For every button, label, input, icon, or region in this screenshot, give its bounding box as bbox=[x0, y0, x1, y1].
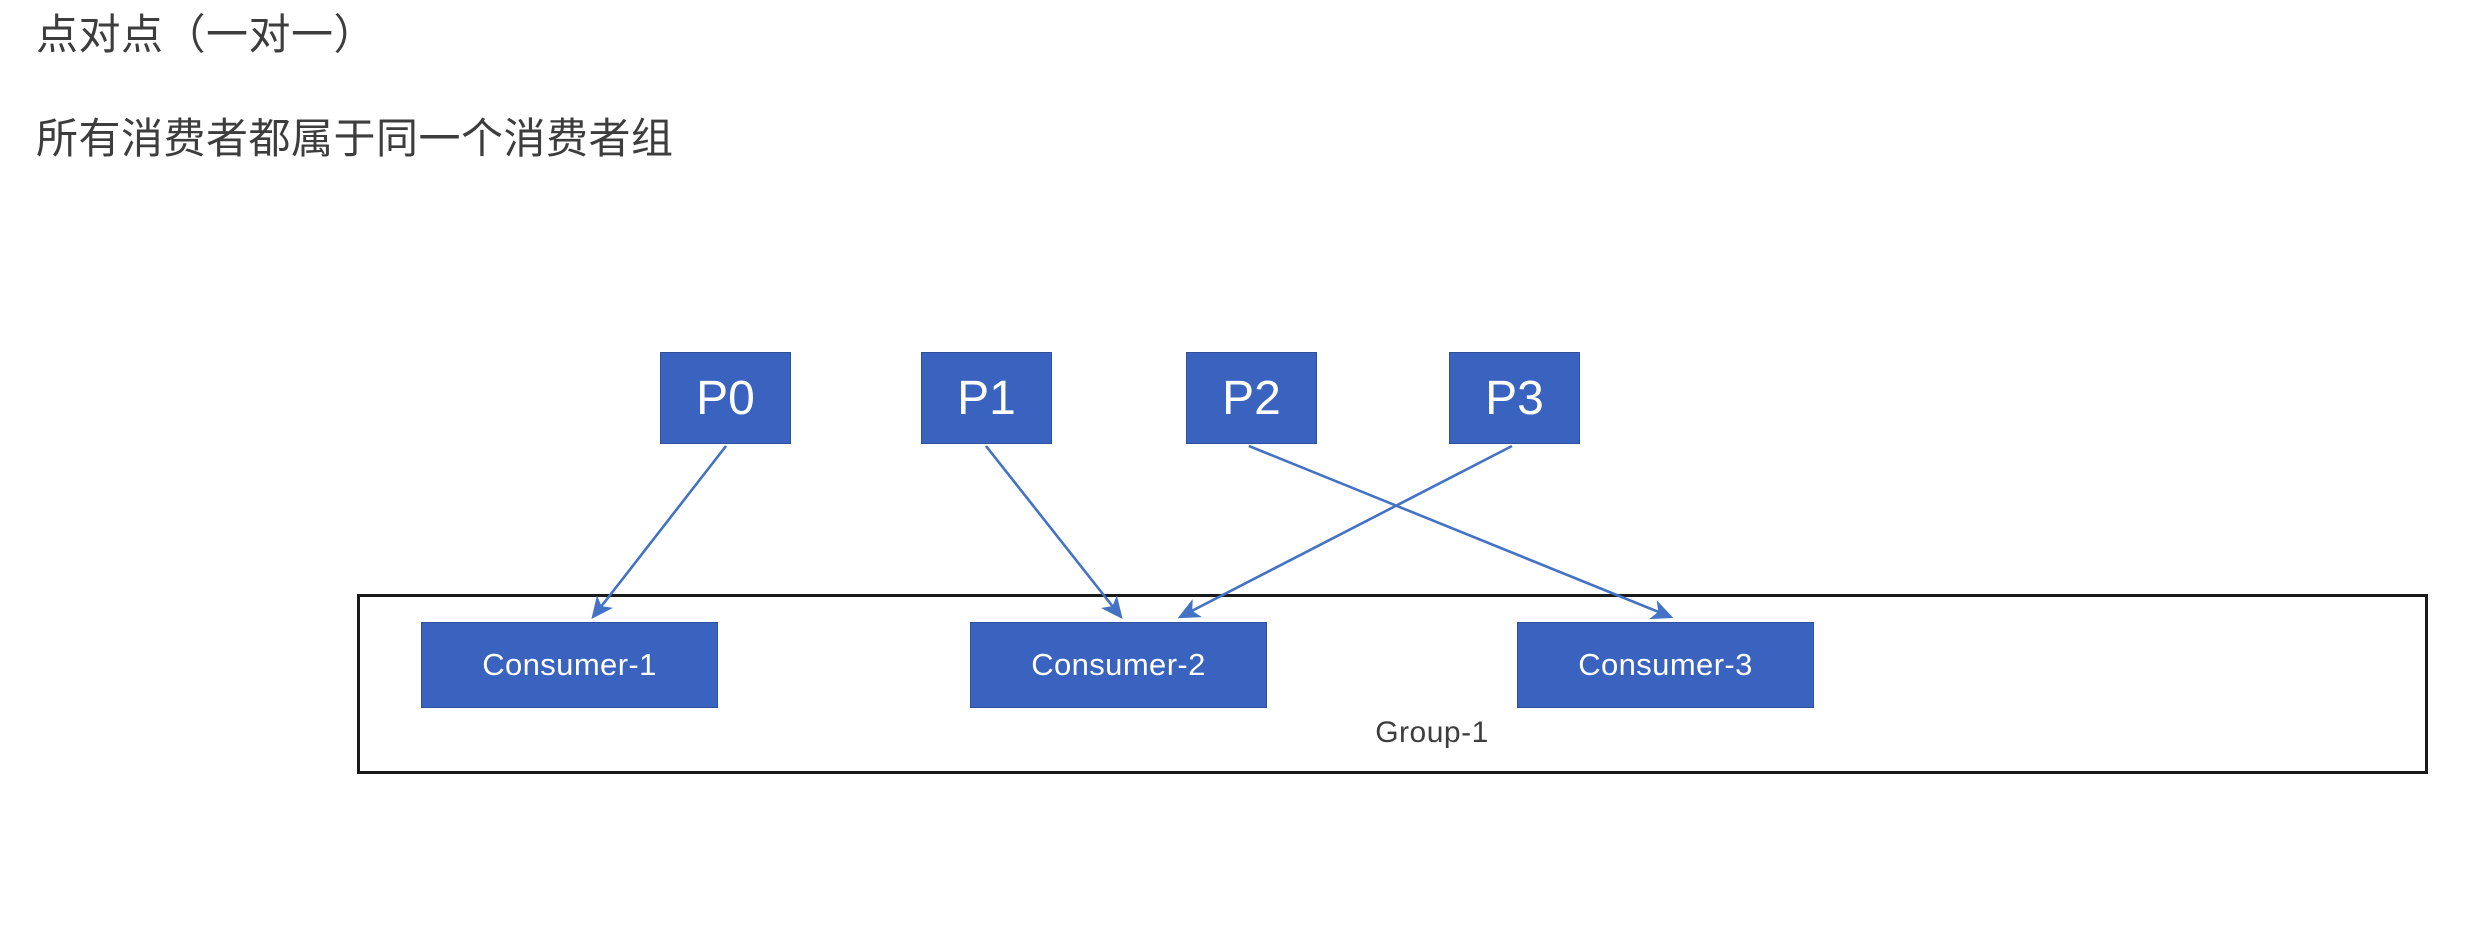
page-subtitle: 所有消费者都属于同一个消费者组 bbox=[36, 115, 674, 162]
consumer-label: Consumer-3 bbox=[1578, 647, 1753, 682]
page-title: 点对点（一对一） bbox=[36, 11, 377, 58]
consumer-group-label: Group-1 bbox=[1375, 716, 1489, 749]
connector-p1-consumer2 bbox=[984, 445, 1123, 620]
heading-block: 点对点（一对一） 所有消费者都属于同一个消费者组 bbox=[36, 0, 1636, 160]
consumer-label: Consumer-1 bbox=[482, 647, 657, 682]
partition-label: P1 bbox=[957, 371, 1016, 425]
partition-node-p3[interactable]: P3 bbox=[1449, 352, 1580, 444]
partition-label: P3 bbox=[1485, 371, 1544, 425]
consumer-node-3[interactable]: Consumer-3 bbox=[1517, 622, 1814, 708]
partition-label: P2 bbox=[1222, 371, 1281, 425]
partition-node-p1[interactable]: P1 bbox=[921, 352, 1052, 444]
connector-p0-consumer1 bbox=[591, 445, 728, 620]
consumer-node-1[interactable]: Consumer-1 bbox=[421, 622, 718, 708]
consumer-node-2[interactable]: Consumer-2 bbox=[970, 622, 1267, 708]
consumer-label: Consumer-2 bbox=[1031, 647, 1206, 682]
connector-p3-consumer2 bbox=[1177, 444, 1513, 619]
partition-node-p0[interactable]: P0 bbox=[660, 352, 791, 444]
partition-node-p2[interactable]: P2 bbox=[1186, 352, 1317, 444]
connector-p2-consumer3 bbox=[1248, 444, 1674, 620]
partition-label: P0 bbox=[696, 371, 755, 425]
